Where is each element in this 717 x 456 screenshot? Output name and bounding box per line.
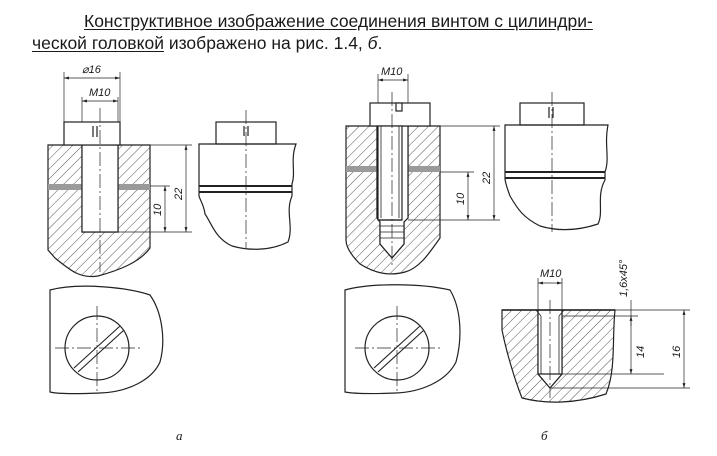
dim-thread-length-b: 14 [635, 346, 647, 358]
dim-depth-a: 10 [152, 203, 164, 216]
dim-thread-b-hole: M10 [540, 268, 562, 280]
figure-b-threaded-hole [501, 278, 690, 403]
dim-thread-b-top: M10 [381, 66, 403, 78]
caption-b: б [541, 428, 548, 443]
dim-total-a: 22 [173, 188, 185, 201]
dim-chamfer-b: 1,6x45° [618, 259, 630, 297]
paragraph-rest: изображено на рис. 1.4, [163, 33, 368, 53]
figure-reference: б [367, 33, 378, 53]
underlined-term-line2: ческой головкой [32, 33, 164, 53]
paragraph: Конструктивное изображение соединения ви… [32, 10, 692, 54]
figure-a-section-view [47, 72, 192, 278]
dim-thread-a: M10 [89, 87, 111, 99]
dim-hole-depth-b: 16 [671, 345, 683, 358]
paragraph-end: . [377, 33, 383, 53]
caption-a: а [176, 428, 183, 443]
dim-total-b: 22 [481, 172, 493, 185]
dim-diameter-a: ⌀16 [82, 64, 102, 76]
figure-b-section-view [345, 74, 500, 275]
dim-depth-b: 10 [455, 192, 467, 205]
underlined-term-line1: Конструктивное изображение соединения ви… [84, 11, 593, 31]
figure-b-top-view [344, 284, 461, 395]
figure-a-top-view [49, 285, 164, 395]
figure-a-simplified-view [198, 110, 297, 250]
figure-b-simplified-view [504, 92, 609, 232]
